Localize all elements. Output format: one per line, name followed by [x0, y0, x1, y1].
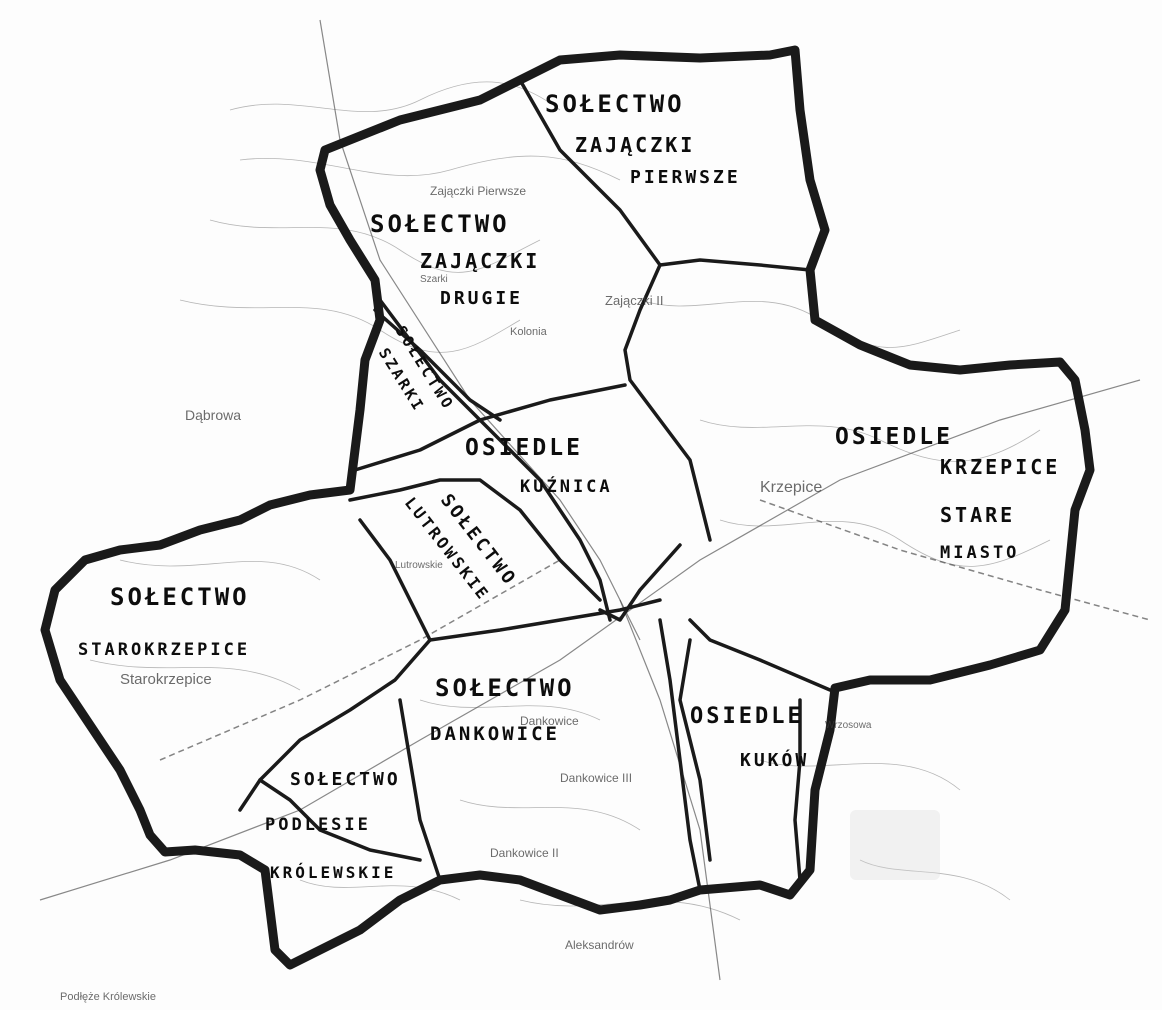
place-label: Zajączki Pierwsze	[430, 184, 526, 198]
place-label: Wrzosowa	[825, 720, 872, 731]
place-label: Kolonia	[510, 326, 548, 338]
region-zajaczki-pierwsze: SOŁECTWO ZAJĄCZKI PIERWSZE	[545, 90, 741, 188]
region-zajaczki-drugie: SOŁECTWO ZAJĄCZKI DRUGIE	[370, 210, 540, 309]
region-label-line: SOŁECTWO	[435, 674, 575, 702]
region-labels: SOŁECTWO ZAJĄCZKI PIERWSZE SOŁECTWO ZAJĄ…	[78, 90, 1060, 882]
place-names: Zajączki Pierwsze Zajączki II Kolonia Dą…	[60, 184, 872, 1003]
region-label-line: STARE	[940, 503, 1015, 527]
place-label: Dankowice II	[490, 846, 559, 860]
region-label-line: OSIEDLE	[835, 424, 953, 450]
region-label-line: SOŁECTWO	[370, 210, 510, 238]
region-osiedle-kuznica: OSIEDLE KUŹNICA	[465, 435, 613, 497]
region-label-line: DRUGIE	[440, 288, 523, 309]
place-label: Aleksandrów	[565, 938, 634, 952]
place-label: Dankowice III	[560, 771, 632, 785]
place-label: Starokrzepice	[120, 671, 212, 688]
region-kukow: OSIEDLE KUKÓW	[690, 704, 809, 771]
region-label-line: PODLESIE	[265, 815, 371, 835]
region-label-line: KRZEPICE	[940, 455, 1060, 479]
region-label-line: STAROKRZEPICE	[78, 640, 250, 660]
place-label: Krzepice	[760, 479, 822, 496]
place-label: Zajączki II	[605, 293, 664, 308]
region-label-line: DANKOWICE	[430, 723, 560, 745]
region-label-line: OSIEDLE	[690, 704, 804, 729]
region-podlesie: SOŁECTWO PODLESIE KRÓLEWSKIE	[265, 769, 401, 882]
region-dankowice: SOŁECTWO DANKOWICE	[430, 674, 575, 745]
place-label: Lutrowskie	[395, 560, 443, 571]
region-starokrzepice: SOŁECTWO STAROKRZEPICE	[78, 583, 250, 660]
region-label-line: OSIEDLE	[465, 435, 583, 461]
region-label-line: MIASTO	[940, 543, 1019, 563]
region-osiedle-krzepice: OSIEDLE KRZEPICE STARE MIASTO	[835, 424, 1060, 563]
place-label: Szarki	[420, 274, 448, 285]
region-label-line: PIERWSZE	[630, 167, 741, 188]
region-label-line: ZAJĄCZKI	[420, 249, 540, 273]
region-label-line: KUŹNICA	[520, 475, 613, 497]
inner-boundaries	[238, 78, 832, 892]
outer-boundary	[40, 45, 1095, 970]
place-label: Podłęże Królewskie	[60, 991, 156, 1003]
place-label: Dankowice	[520, 714, 579, 728]
region-lutrowskie: SOŁECTWO LUTROWSKIE	[401, 490, 521, 605]
topographic-texture	[39, 19, 1151, 981]
place-label: Dąbrowa	[185, 407, 241, 423]
region-label-line: SOŁECTWO	[290, 769, 401, 790]
region-label-line: ZAJĄCZKI	[575, 133, 695, 157]
region-label-line: KUKÓW	[740, 749, 809, 771]
region-label-line: SOŁECTWO	[110, 583, 250, 611]
region-label-line: SOŁECTWO	[545, 90, 685, 118]
region-label-line: KRÓLEWSKIE	[270, 863, 396, 882]
